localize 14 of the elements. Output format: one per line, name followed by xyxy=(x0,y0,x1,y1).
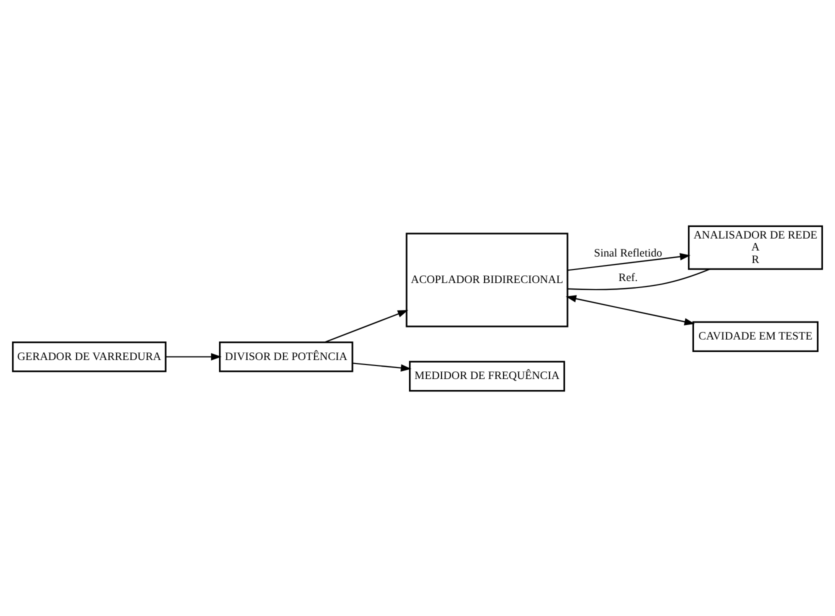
arrow xyxy=(166,352,222,360)
arrow xyxy=(324,310,408,342)
arrow xyxy=(566,294,695,325)
node-box: CAVIDADE EM TESTE xyxy=(692,320,819,352)
edge-label: Ref. xyxy=(618,271,638,284)
node-box: DIVISOR DE POTÊNCIA xyxy=(219,340,354,372)
node-box: GERADOR DE VARREDURA xyxy=(12,340,166,372)
edge-label: Sinal Refletido xyxy=(594,247,662,260)
arrow xyxy=(352,362,412,372)
node-box: ANALISADOR DE REDE A R xyxy=(688,224,823,270)
node-box: ACOPLADOR BIDIRECIONAL xyxy=(406,232,568,327)
arrow xyxy=(568,252,690,270)
node-box: MEDIDOR DE FREQUÊNCIA xyxy=(409,360,566,392)
connector xyxy=(568,268,710,290)
